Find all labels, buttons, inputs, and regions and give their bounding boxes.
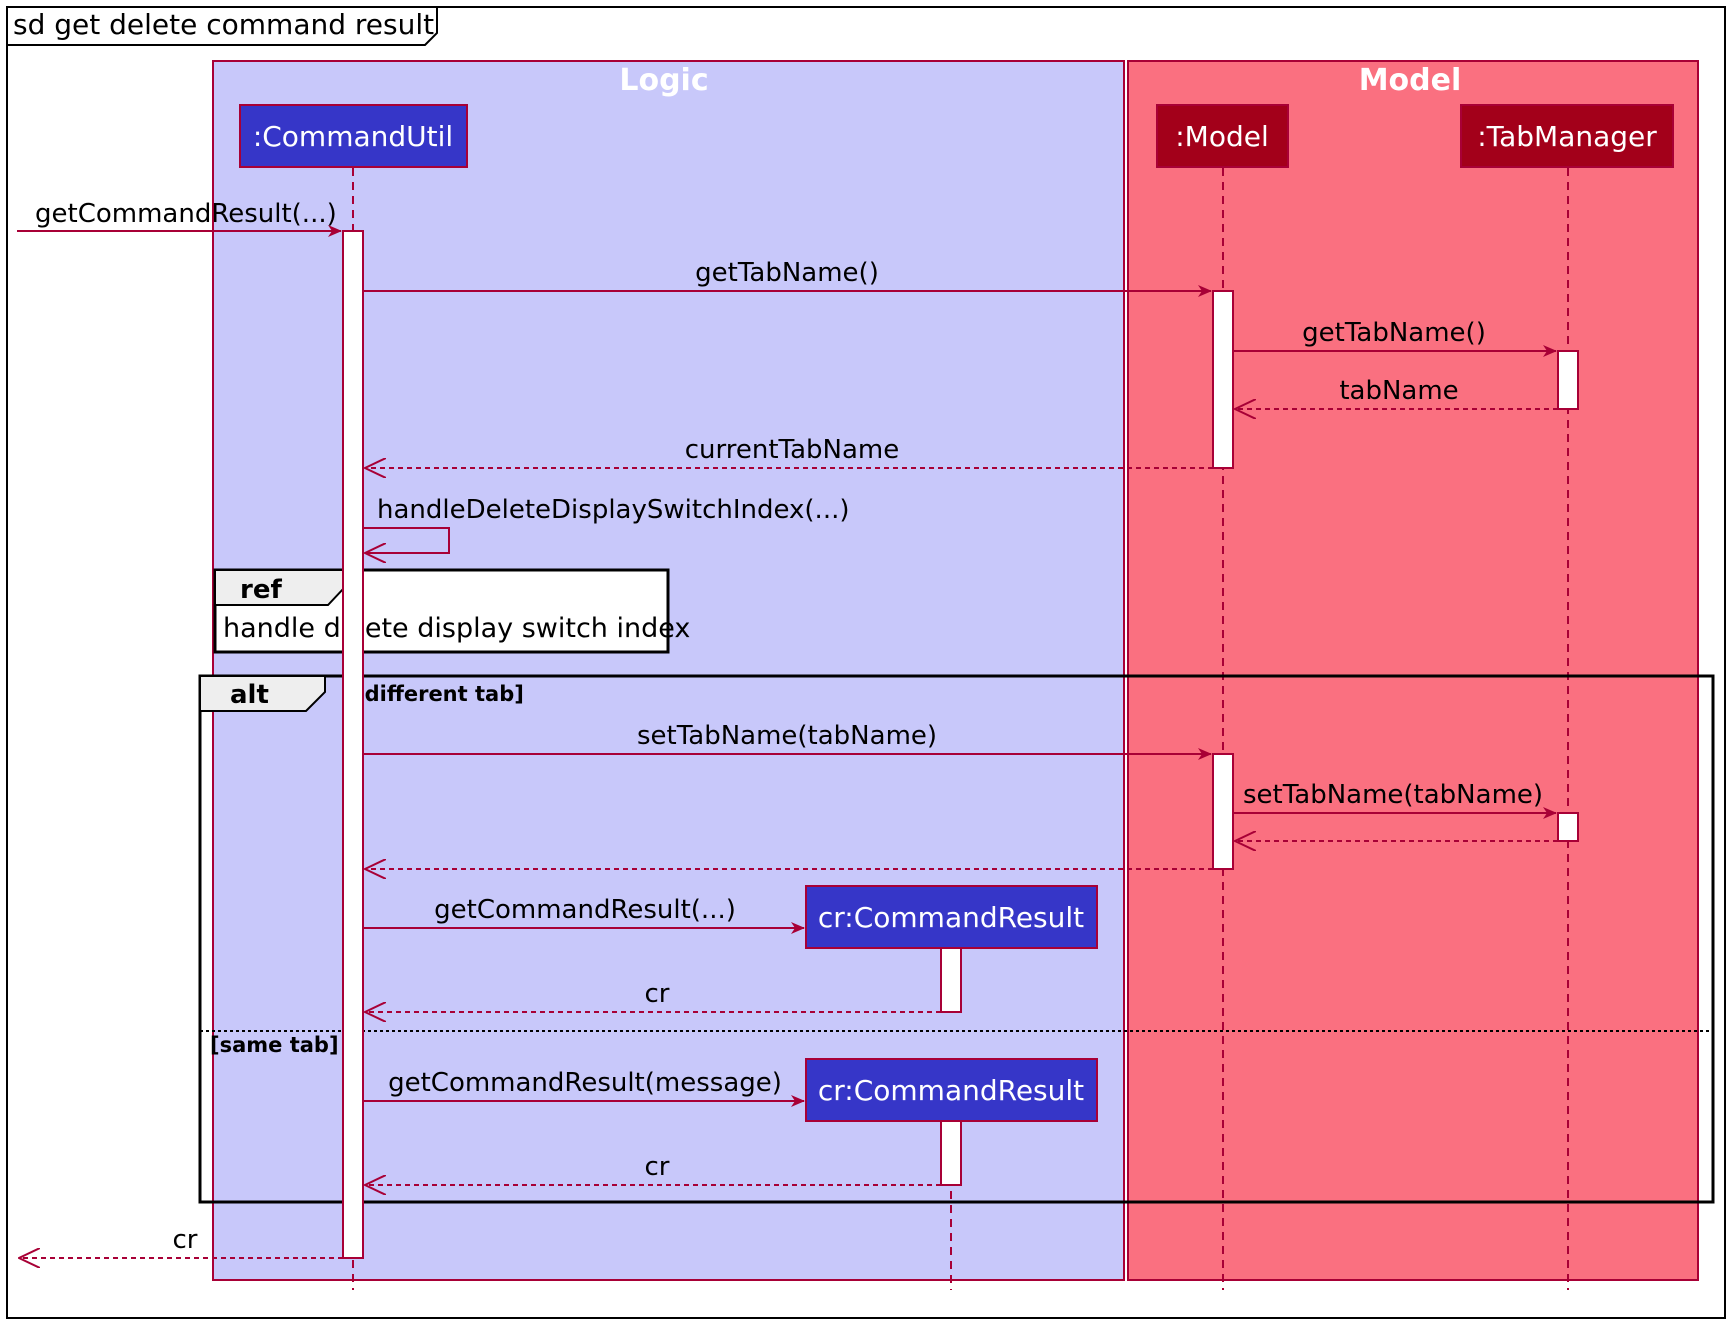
label-m8: setTabName(tabName) [1243, 780, 1543, 810]
alt-label: alt [230, 680, 269, 710]
label-m9: getCommandResult(...) [434, 895, 736, 925]
participant-command-result-2 [805, 1058, 1098, 1122]
label-m13: cr [173, 1225, 198, 1255]
participant-command-util-label: :CommandUtil [253, 120, 453, 153]
ref-text: handle delete display switch index [223, 613, 690, 644]
activation-command-result-1 [940, 947, 962, 1013]
title-tab [7, 7, 438, 46]
label-m10: cr [645, 979, 670, 1009]
ref-label: ref [240, 575, 282, 605]
label-m6: handleDeleteDisplaySwitchIndex(...) [377, 495, 850, 525]
participant-tab-manager-label: :TabManager [1477, 120, 1657, 153]
participant-command-result-1-label: cr:CommandResult [818, 901, 1084, 934]
logic-box-title: Logic [619, 63, 708, 98]
label-m3: getTabName() [1302, 318, 1486, 348]
participant-tab-manager [1460, 104, 1674, 168]
participant-model [1156, 104, 1289, 168]
label-m1: getCommandResult(...) [35, 199, 337, 229]
participant-model-label: :Model [1175, 120, 1269, 153]
alt-tab [199, 675, 326, 712]
model-box [1127, 60, 1699, 1281]
label-m4: tabName [1339, 376, 1458, 406]
participant-command-util [239, 104, 468, 168]
model-box-title: Model [1359, 63, 1462, 98]
arrow-m6 [363, 527, 450, 553]
diagram-title: sd get delete command result [13, 8, 434, 41]
activation-command-util [342, 230, 364, 1259]
label-m2: getTabName() [695, 258, 879, 288]
activation-tab-manager-1 [1557, 350, 1579, 410]
alt-frame [198, 674, 1715, 1204]
label-m5: currentTabName [685, 435, 900, 465]
alt-guard-same-tab: [same tab] [210, 1033, 339, 1057]
participant-command-result-2-label: cr:CommandResult [818, 1074, 1084, 1107]
participant-command-result-1 [805, 885, 1098, 949]
label-m11: getCommandResult(message) [388, 1068, 782, 1098]
activation-command-result-2 [940, 1120, 962, 1186]
label-m12: cr [645, 1152, 670, 1182]
alt-guard-different-tab: [different tab] [355, 682, 524, 706]
label-m7: setTabName(tabName) [637, 721, 937, 751]
activation-tab-manager-2 [1557, 812, 1579, 842]
activation-model-1 [1212, 290, 1234, 469]
activation-model-2 [1212, 753, 1234, 870]
